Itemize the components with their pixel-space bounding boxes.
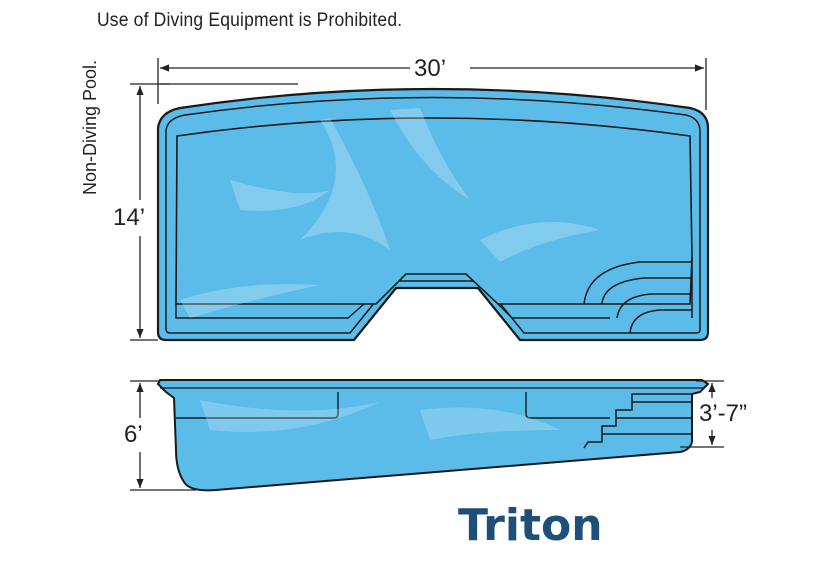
pool-steps-top: [583, 258, 693, 334]
top-view: [156, 87, 710, 342]
length-label: 30’: [414, 55, 447, 82]
side-view: [156, 379, 710, 492]
pool-steps-side: [583, 393, 692, 449]
shallow-depth-label: 3’-7”: [699, 400, 748, 427]
dim-depth-deep-line: [130, 380, 196, 491]
deep-depth-label: 6’: [124, 421, 143, 448]
pool-top-basin: [175, 117, 693, 305]
pool-type-label: Non-Diving Pool.: [80, 59, 100, 195]
pool-top-coping: [165, 96, 701, 334]
dim-length-line: [157, 58, 707, 110]
dim-depth-shallow-line: [680, 380, 724, 448]
pool-side-profile: [156, 379, 710, 492]
width-label: 14’: [113, 204, 146, 231]
model-name: Triton: [458, 500, 603, 551]
diving-notice: Use of Diving Equipment is Prohibited.: [97, 10, 403, 31]
dim-width-line: [130, 83, 170, 341]
